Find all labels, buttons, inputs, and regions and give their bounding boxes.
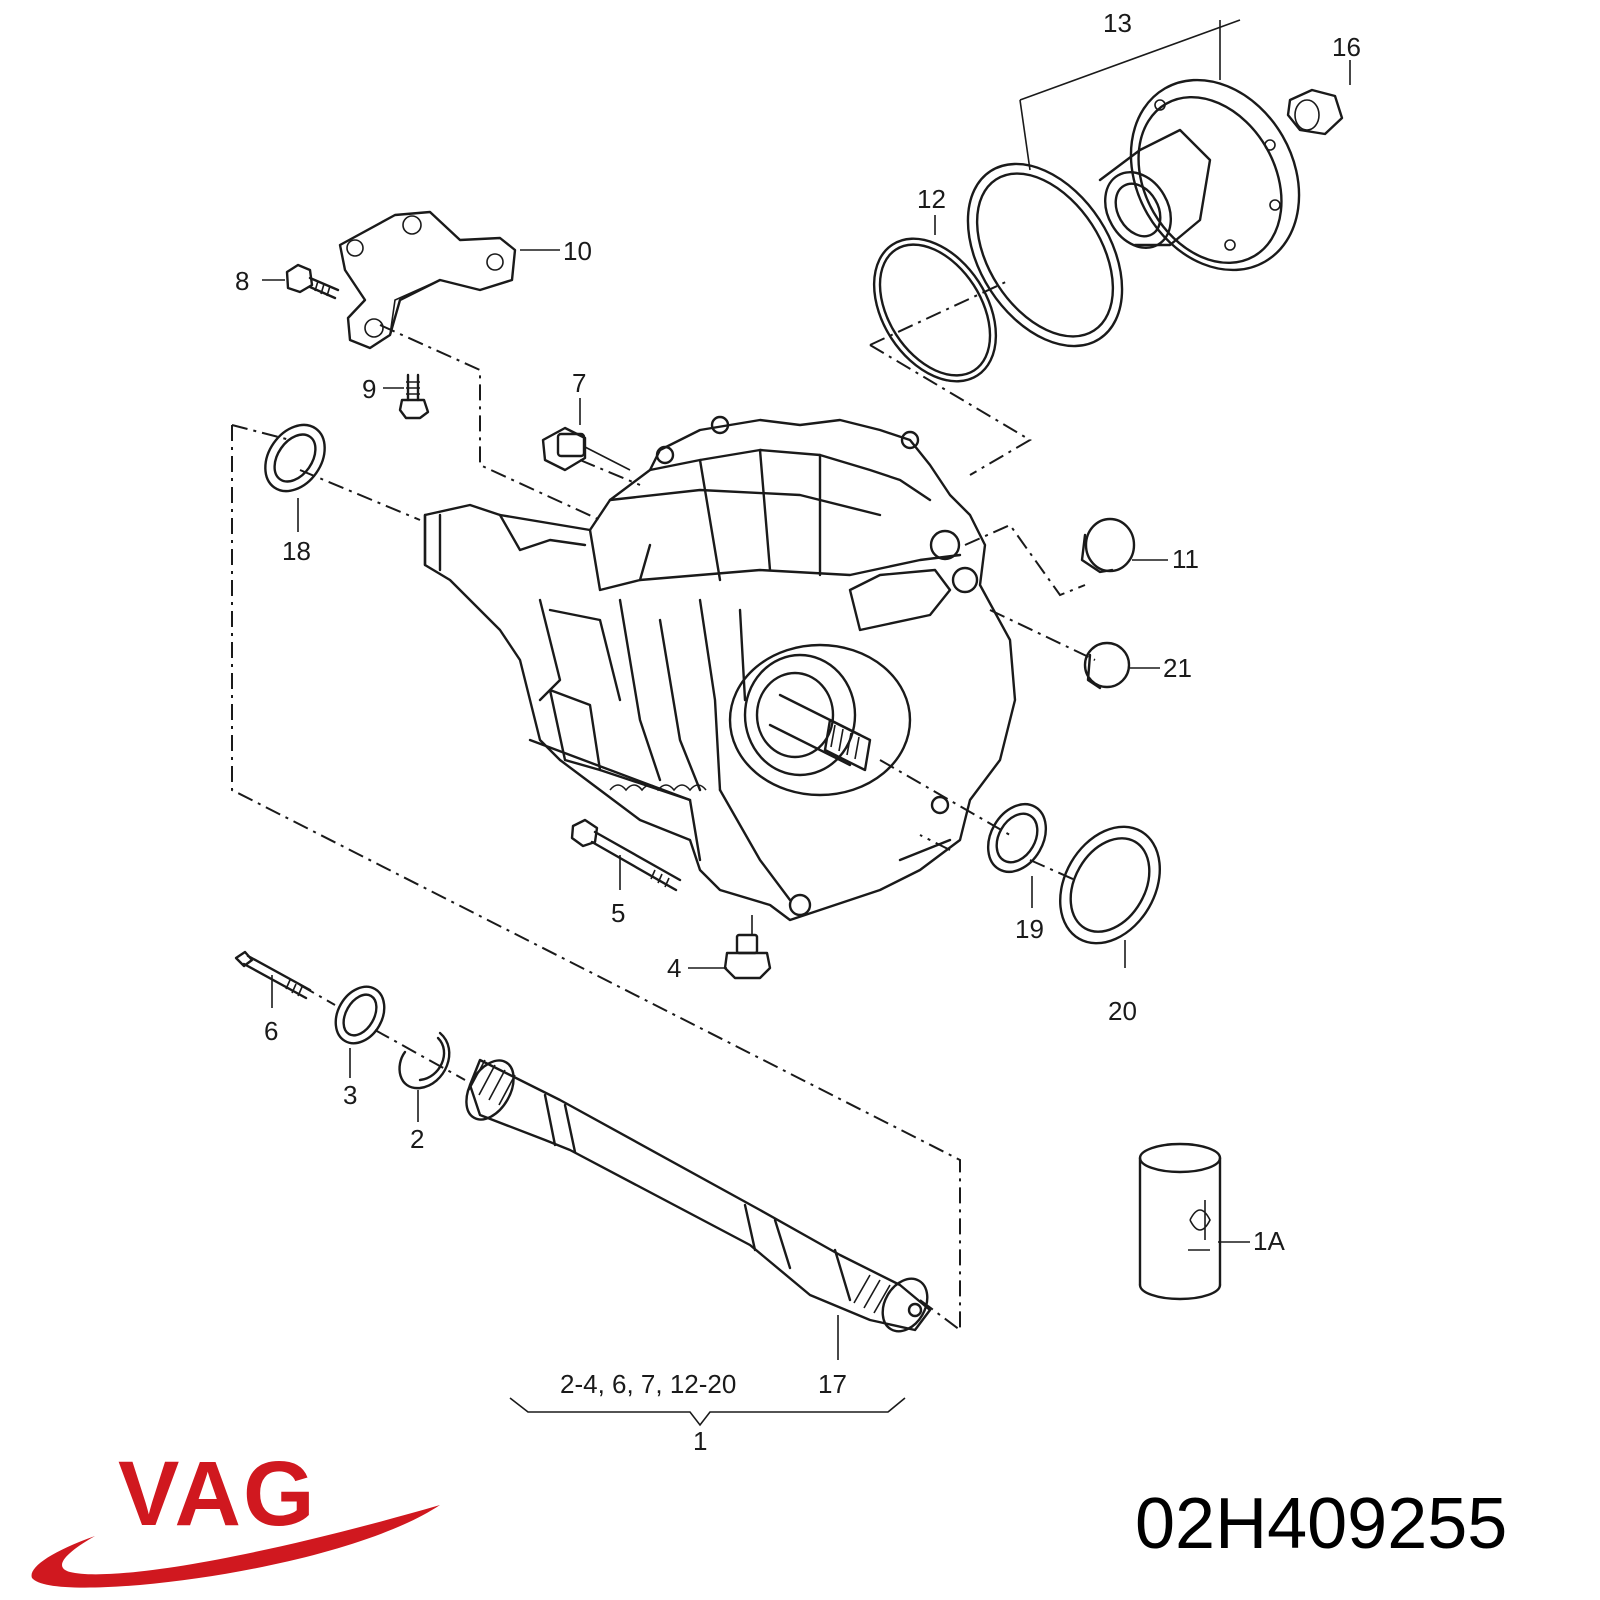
label-9: 9 xyxy=(362,374,376,404)
label-3: 3 xyxy=(343,1080,357,1110)
flange-part-13 xyxy=(1098,78,1301,272)
label-21: 21 xyxy=(1163,653,1192,683)
label-2: 2 xyxy=(410,1124,424,1154)
shaft-part-17 xyxy=(465,1058,932,1333)
leader-lines xyxy=(262,19,1351,1427)
logo-text: VAG xyxy=(118,1443,317,1545)
bolt-part-5 xyxy=(570,818,682,892)
bracket-part-10 xyxy=(338,210,517,350)
label-17: 17 xyxy=(818,1369,847,1399)
label-8: 8 xyxy=(235,266,249,296)
label-19: 19 xyxy=(1015,914,1044,944)
container-part-1a xyxy=(1138,1142,1222,1301)
seal-part-19 xyxy=(986,803,1048,873)
label-10: 10 xyxy=(563,236,592,266)
plug-part-21 xyxy=(1083,641,1131,690)
assembly-lines xyxy=(231,279,1096,1331)
label-4: 4 xyxy=(667,953,681,983)
label-1: 1 xyxy=(693,1426,707,1456)
label-6: 6 xyxy=(264,1016,278,1046)
part-number: 02H409255 xyxy=(1135,1484,1507,1564)
gearbox-housing xyxy=(423,415,1017,922)
label-kit-range: 2-4, 6, 7, 12-20 xyxy=(560,1369,736,1399)
plug-part-7 xyxy=(541,426,631,472)
seal-part-20 xyxy=(1059,825,1161,945)
seal-part-18 xyxy=(264,423,326,493)
label-16: 16 xyxy=(1332,32,1361,62)
seal-ring-part-13 xyxy=(966,162,1124,348)
label-7: 7 xyxy=(572,368,586,398)
label-20: 20 xyxy=(1108,996,1137,1026)
bolt-part-8 xyxy=(285,263,340,300)
label-18: 18 xyxy=(282,536,311,566)
bolt-part-9 xyxy=(398,373,430,420)
label-12: 12 xyxy=(917,184,946,214)
label-1a: 1A xyxy=(1253,1226,1285,1256)
label-5: 5 xyxy=(611,898,625,928)
o-ring-part-12 xyxy=(872,237,998,383)
callout-labels: 13 16 12 10 8 9 7 18 11 21 19 20 5 4 6 3… xyxy=(235,8,1361,1456)
circlip-part-2 xyxy=(398,1031,451,1090)
logo-swoosh xyxy=(31,1505,441,1588)
bolt-part-6 xyxy=(234,950,312,1000)
washer-part-3 xyxy=(334,985,386,1045)
brand-logo: VAG xyxy=(31,1443,441,1588)
plug-part-4 xyxy=(723,933,772,980)
label-13: 13 xyxy=(1103,8,1132,38)
nut-part-16 xyxy=(1286,88,1344,136)
cap-part-11 xyxy=(1080,517,1136,574)
label-11: 11 xyxy=(1172,544,1199,574)
